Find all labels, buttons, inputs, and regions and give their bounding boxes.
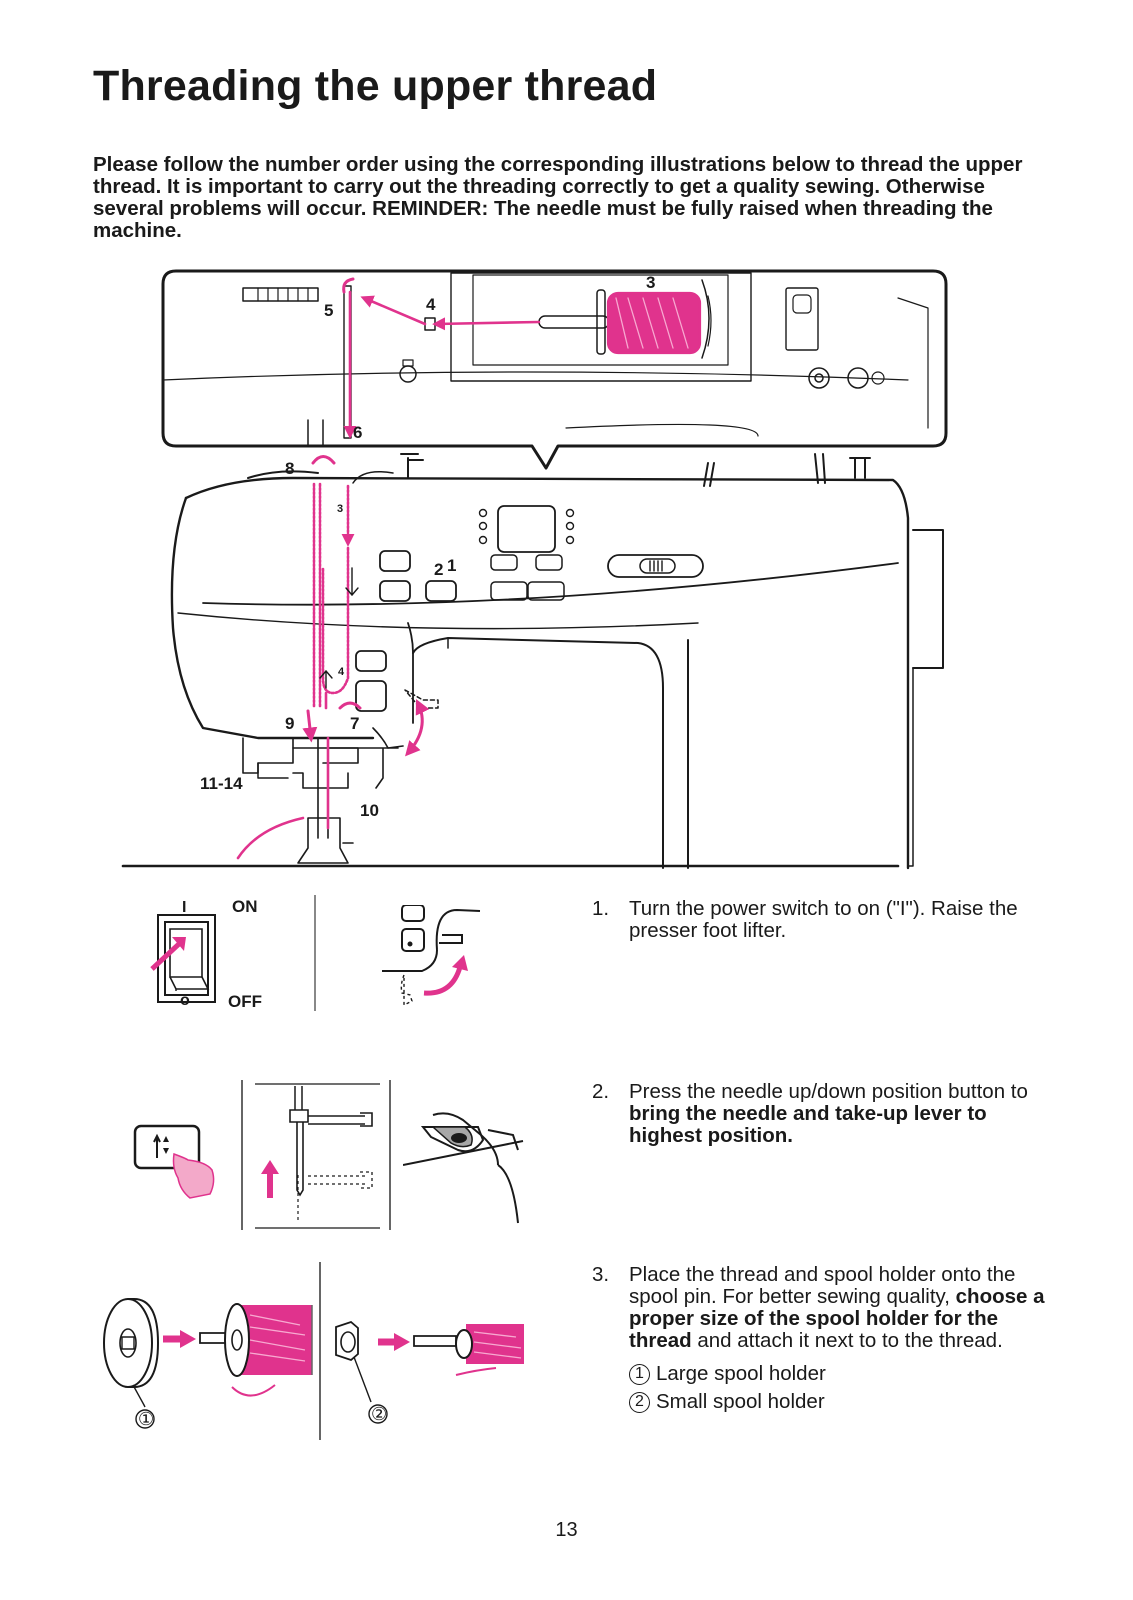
small-label-4: 4 <box>338 666 345 678</box>
small-holder-mark: ② <box>371 1404 387 1424</box>
circled-number-1: 1 <box>629 1363 650 1385</box>
raise-arrow-icon <box>423 966 463 996</box>
label-1: 1 <box>447 556 456 575</box>
step-1-text: Turn the power switch to on ("I"). Raise… <box>629 897 1018 942</box>
step-1-number: 1. <box>592 897 610 920</box>
machine-top-view <box>161 269 948 470</box>
label-7: 7 <box>350 714 359 733</box>
page-title: Threading the upper thread <box>93 62 658 110</box>
large-spool-holder-item: 1 Large spool holder <box>629 1360 1052 1388</box>
small-spool-holder-item: 2 Small spool holder <box>629 1388 1052 1416</box>
on-label: ON <box>232 897 258 916</box>
label-2: 2 <box>434 560 443 579</box>
on-mark: I <box>182 899 186 916</box>
label-4: 4 <box>426 295 436 314</box>
power-switch-figure: I ON o OFF <box>150 895 316 1011</box>
label-10: 10 <box>360 801 379 820</box>
step-2-text: Press the needle up/down position button… <box>629 1080 1028 1147</box>
needle-raise-figure <box>241 1080 391 1230</box>
step-2-number: 2. <box>592 1080 610 1103</box>
step-3: 3. Place the thread and spool holder ont… <box>592 1264 1052 1416</box>
label-8: 8 <box>285 459 294 478</box>
presser-foot-figure <box>382 905 481 1007</box>
label-5: 5 <box>324 301 333 320</box>
off-label: OFF <box>228 992 262 1011</box>
page-number: 13 <box>555 1519 578 1541</box>
large-spool-figure: ① <box>103 1298 313 1429</box>
off-mark: o <box>180 992 190 1009</box>
large-spool-holder-label: Large spool holder <box>656 1362 826 1385</box>
small-spool-holder-label: Small spool holder <box>656 1390 825 1413</box>
take-up-lever-figure <box>403 1112 524 1224</box>
large-holder-mark: ① <box>138 1409 154 1429</box>
needle-button-figure <box>133 1124 215 1199</box>
threading-diagram: 1 2 3 4 5 6 7 8 9 10 11-14 3 4 <box>121 269 948 870</box>
step-3-number: 3. <box>592 1263 610 1286</box>
circled-number-2: 2 <box>629 1391 650 1413</box>
label-11-14: 11-14 <box>200 774 243 793</box>
step-3-text: Place the thread and spool holder onto t… <box>629 1263 1045 1352</box>
small-spool-figure: ② <box>319 1262 524 1440</box>
press-arrow-icon <box>150 941 182 971</box>
small-label-3: 3 <box>337 503 343 515</box>
machine-front-view <box>121 453 944 870</box>
intro-paragraph: Please follow the number order using the… <box>93 153 1023 242</box>
thread-path <box>236 277 541 860</box>
step-2: 2. Press the needle up/down position but… <box>592 1081 1052 1147</box>
label-6: 6 <box>353 423 362 442</box>
finger-icon <box>172 1152 215 1199</box>
step-1: 1. Turn the power switch to on ("I"). Ra… <box>592 898 1052 942</box>
label-3: 3 <box>646 273 655 292</box>
label-9: 9 <box>285 714 294 733</box>
